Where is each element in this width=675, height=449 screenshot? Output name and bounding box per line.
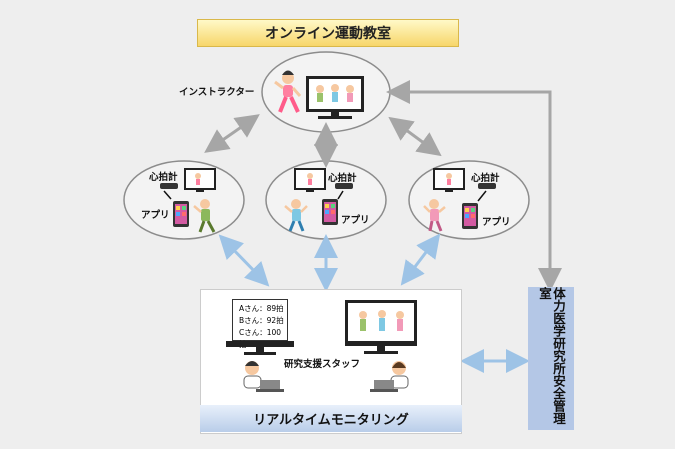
participant-b-heart-label: 心拍計 [328,173,357,184]
participant-b-phone-icon [322,199,338,225]
safety-office-box: 体力医学研究所安全管理室 [528,287,574,430]
heart-rate-display: Aさん：89拍 Bさん：92拍 Cさん：100拍 [232,299,288,349]
realtime-monitoring-bar: リアルタイムモニタリング [200,405,462,432]
participant-c-heart-monitor-icon [477,183,496,202]
title-text: オンライン運動教室 [265,26,391,42]
arrow-instructor-c [388,116,442,157]
staff-label: 研究支援スタッフ [284,359,361,370]
participant-b-heart-monitor-icon [335,183,353,200]
participant-a-phone-icon [173,201,189,227]
participant-a-app-label: アプリ [141,210,170,221]
instructor-tv-icon [306,76,364,119]
participant-c-phone-icon [462,203,478,229]
participant-c-tv-icon [433,168,465,192]
instructor-figure-icon [274,70,302,113]
instructor-label: インストラクター [179,87,255,98]
participant-c-app-label: アプリ [482,217,511,228]
arrow-monitor-c [400,233,441,286]
participant-b-tv-icon [294,168,326,192]
participant-a-elder-icon [193,199,216,233]
participant-a-tv-icon [184,168,216,192]
arrow-safety-instructor [386,80,562,292]
participant-b-elder-icon [284,199,308,232]
heart-rate-row: Aさん：89拍 [239,304,284,313]
heart-rate-row: Cさん：100拍 [239,328,282,349]
participant-c-heart-label: 心拍計 [471,173,500,184]
arrow-monitor-a [218,234,270,287]
participant-c-elder-icon [423,199,446,232]
heart-rate-row: Bさん：92拍 [239,316,284,325]
arrow-instructor-a [204,114,260,153]
participant-a-heart-label: 心拍計 [149,172,178,183]
participant-b-app-label: アプリ [341,215,370,226]
participant-a-heart-monitor-icon [160,183,178,200]
realtime-monitoring-label: リアルタイムモニタリング [253,413,409,428]
title-banner: オンライン運動教室 [197,19,459,47]
safety-office-label: 体力医学研究所安全管理室 [537,287,566,425]
